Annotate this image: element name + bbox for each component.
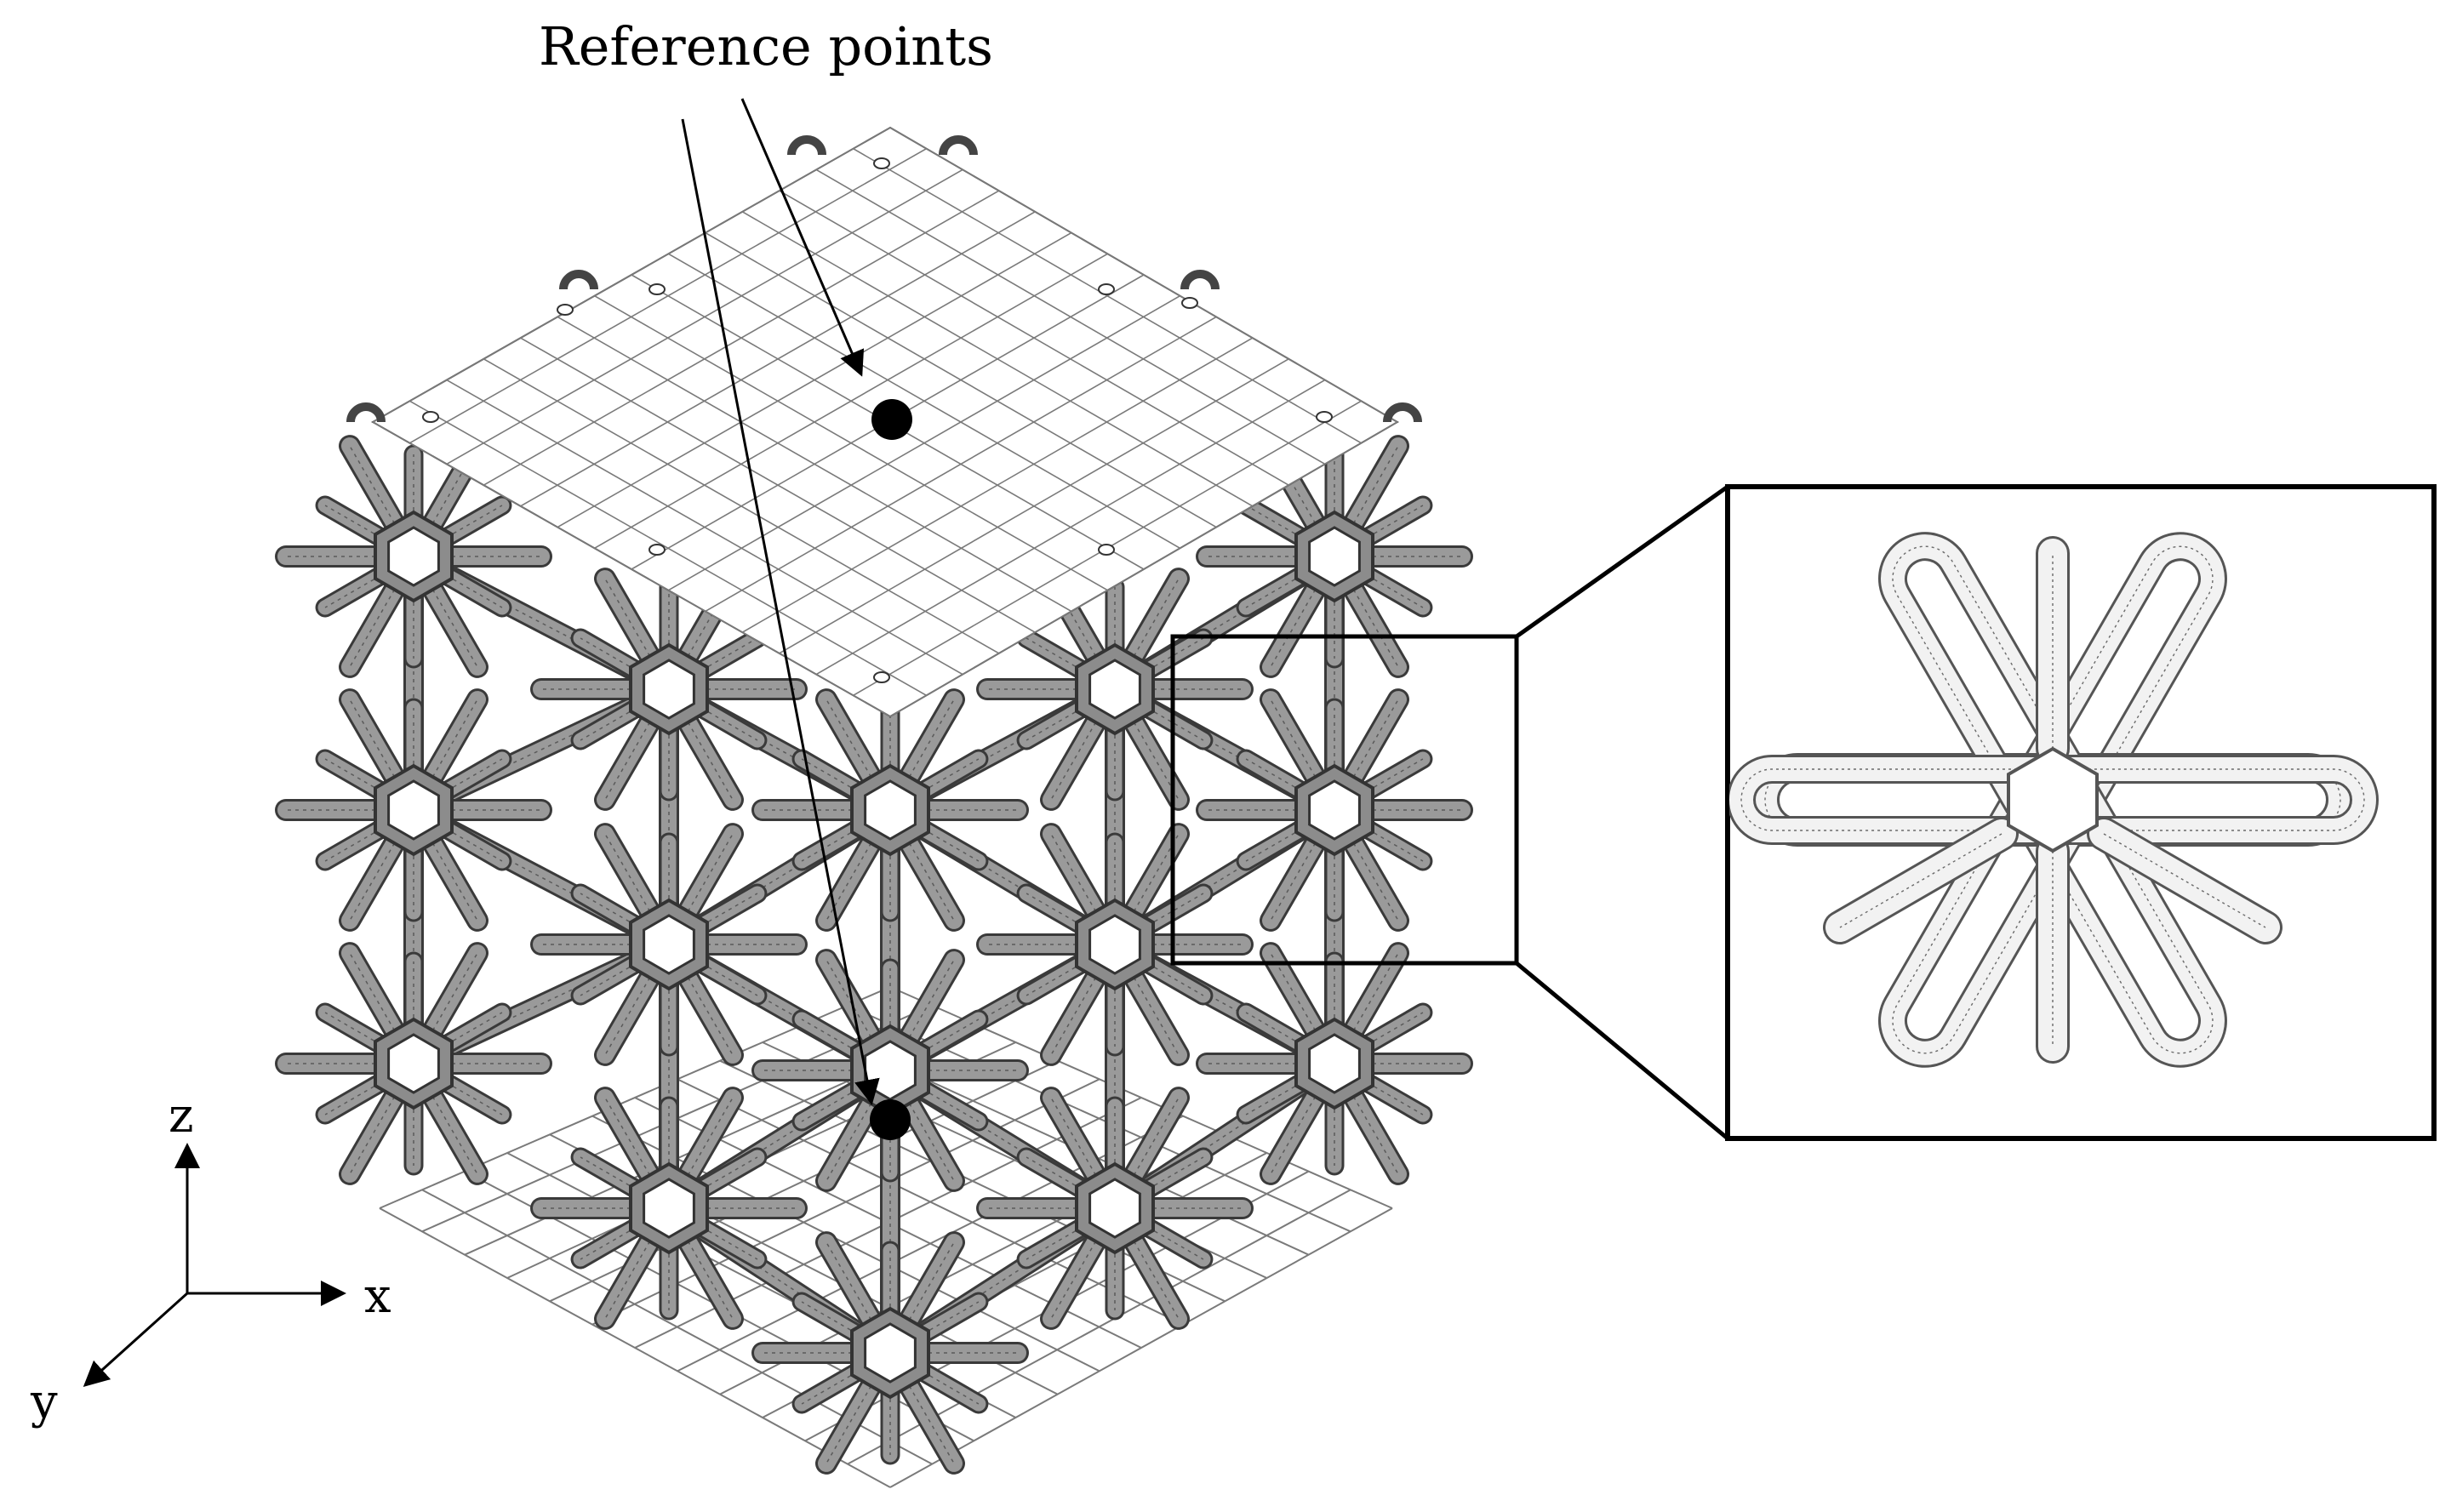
- z-axis-label: z: [169, 1088, 194, 1144]
- coordinate-axes: z x y: [30, 1088, 391, 1429]
- inset-connector-bottom: [1515, 961, 1729, 1140]
- x-axis-label: x: [364, 1269, 391, 1324]
- unit-cell-mesh: [1729, 532, 2379, 1068]
- y-axis-label: y: [30, 1374, 58, 1429]
- reference-point-bottom: [870, 1099, 911, 1140]
- arrow-to-top-point: [740, 98, 865, 377]
- lattice-cube: [275, 435, 1473, 1475]
- reference-point-top: [871, 399, 912, 440]
- reference-points-label: Reference points: [539, 15, 993, 77]
- y-axis-arrow: [83, 1292, 189, 1388]
- arrow-to-bottom-point: [681, 118, 880, 1105]
- detail-highlight-box: [1170, 634, 1519, 966]
- inset-connector-top: [1515, 484, 1729, 639]
